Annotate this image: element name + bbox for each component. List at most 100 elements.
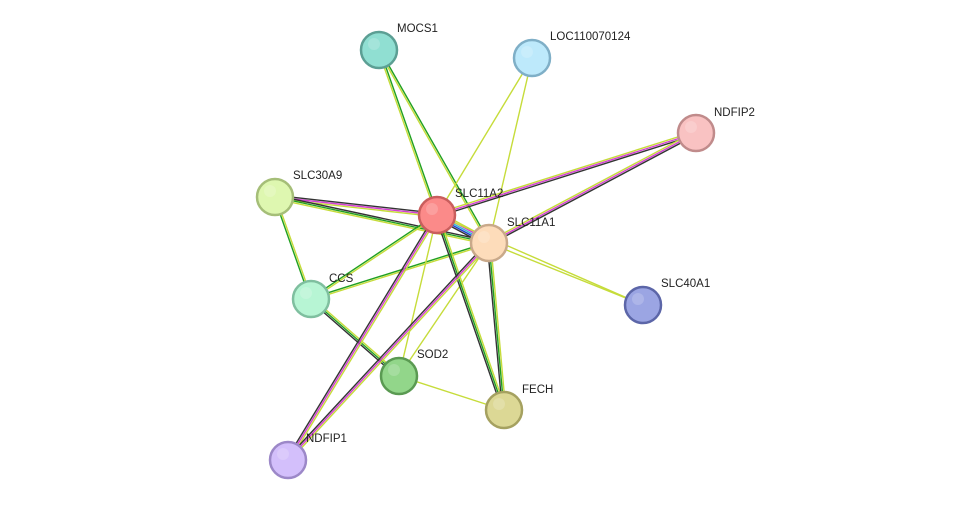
node-circle[interactable] xyxy=(469,223,509,263)
edge-ccs-sod2 xyxy=(309,297,401,378)
edge-line-experiments xyxy=(287,214,438,461)
edge-slc11a2-mocs1 xyxy=(377,49,439,216)
node-circle[interactable] xyxy=(379,356,419,396)
node-slc11a2[interactable]: SLC11A2 xyxy=(417,188,503,235)
node-mocs1[interactable]: MOCS1 xyxy=(359,23,438,70)
edge-line-neighborhood xyxy=(488,242,505,411)
edge-slc11a1-fech xyxy=(486,242,507,411)
edge-slc11a2-slc30a9 xyxy=(274,194,438,218)
edge-slc11a1-sod2 xyxy=(398,242,490,377)
edge-line-coexpression xyxy=(437,133,697,218)
edge-line-coexpression xyxy=(309,299,399,378)
edge-slc11a2-loc110070124 xyxy=(436,57,533,216)
node-circle[interactable] xyxy=(623,285,663,325)
node-highlight xyxy=(478,231,490,243)
edge-line-textmining xyxy=(377,50,489,244)
edge-line-textmining xyxy=(488,242,644,306)
edge-line-textmining xyxy=(311,297,401,376)
node-label: NDFIP2 xyxy=(714,107,755,119)
node-highlight xyxy=(632,293,644,305)
node-highlight xyxy=(368,38,380,50)
edges-layer xyxy=(273,49,698,462)
edge-line-textmining xyxy=(377,50,437,216)
edge-line-textmining xyxy=(311,215,438,301)
edge-line-experiments xyxy=(274,196,438,216)
edge-slc11a1-loc110070124 xyxy=(488,57,533,244)
node-fech[interactable]: FECH xyxy=(484,384,553,430)
node-highlight xyxy=(277,448,289,460)
node-slc40a1[interactable]: SLC40A1 xyxy=(623,278,710,325)
node-circle[interactable] xyxy=(291,279,331,319)
edge-line-coexpression xyxy=(489,133,698,246)
edge-line-textmining xyxy=(436,130,696,215)
edge-line-neighborhood xyxy=(436,214,505,411)
node-highlight xyxy=(300,287,312,299)
edge-line-experiments xyxy=(287,242,490,461)
edge-line-textmining xyxy=(488,57,533,244)
node-highlight xyxy=(388,364,400,376)
node-slc11a1[interactable]: SLC11A1 xyxy=(469,217,555,263)
edge-line-neighborhood xyxy=(310,241,489,299)
node-slc30a9[interactable]: SLC30A9 xyxy=(255,170,342,217)
node-label: SLC40A1 xyxy=(661,278,710,290)
node-circle[interactable] xyxy=(676,113,716,153)
node-circle[interactable] xyxy=(268,440,308,480)
node-label: SLC30A9 xyxy=(293,170,342,182)
edge-slc11a1-mocs1 xyxy=(377,49,491,244)
node-highlight xyxy=(426,203,438,215)
edge-slc11a2-ccs xyxy=(310,213,438,301)
node-label: LOC110070124 xyxy=(550,31,631,43)
node-label: NDFIP1 xyxy=(306,433,347,445)
edge-line-experiments xyxy=(488,132,697,244)
edge-slc11a1-slc30a9 xyxy=(274,194,490,246)
node-label: CCS xyxy=(329,273,354,285)
node-label: SLC11A1 xyxy=(507,217,555,229)
node-circle[interactable] xyxy=(512,38,552,78)
edge-line-neighborhood xyxy=(274,196,490,244)
edge-line-coexpression xyxy=(275,194,490,243)
edge-line-coexpression xyxy=(275,194,438,215)
edge-line-textmining xyxy=(288,243,491,462)
node-ccs[interactable]: CCS xyxy=(291,273,354,319)
edge-slc11a1-slc40a1 xyxy=(488,242,644,306)
edge-line-coexpression xyxy=(434,215,504,411)
node-circle[interactable] xyxy=(484,390,524,430)
edge-slc11a1-ndfip1 xyxy=(286,241,491,462)
node-highlight xyxy=(521,46,533,58)
node-label: MOCS1 xyxy=(397,23,438,35)
node-label: SOD2 xyxy=(417,349,448,361)
edge-line-textmining xyxy=(436,57,533,216)
node-label: FECH xyxy=(522,384,553,396)
node-ndfip2[interactable]: NDFIP2 xyxy=(676,107,755,153)
edge-line-textmining xyxy=(398,214,438,377)
edge-slc11a2-fech xyxy=(434,214,507,411)
edge-line-neighborhood xyxy=(379,49,491,243)
node-highlight xyxy=(264,185,276,197)
node-loc110070124[interactable]: LOC110070124 xyxy=(512,31,631,78)
edge-line-neighborhood xyxy=(310,213,437,299)
node-circle[interactable] xyxy=(255,177,295,217)
node-sod2[interactable]: SOD2 xyxy=(379,349,448,396)
edge-slc11a2-ndfip2 xyxy=(436,130,697,218)
edge-line-coexpression xyxy=(285,213,437,460)
edge-line-textmining xyxy=(398,242,490,377)
node-highlight xyxy=(685,121,697,133)
edge-line-textmining xyxy=(288,215,440,462)
edge-slc11a2-slc40a1 xyxy=(436,214,644,306)
edge-line-neighborhood xyxy=(310,298,400,377)
node-label: SLC11A2 xyxy=(455,188,503,200)
node-ndfip1[interactable]: NDFIP1 xyxy=(268,433,347,480)
edge-line-textmining xyxy=(436,214,644,306)
edge-slc11a2-ndfip1 xyxy=(285,213,440,462)
edge-line-textmining xyxy=(437,214,507,410)
edge-line-neighborhood xyxy=(379,49,439,215)
node-circle[interactable] xyxy=(359,30,399,70)
edge-slc11a2-sod2 xyxy=(398,214,438,377)
node-circle[interactable] xyxy=(417,195,457,235)
edge-line-coexpression xyxy=(486,243,504,411)
edge-slc11a1-ndfip2 xyxy=(487,130,698,246)
edge-line-coexpression xyxy=(286,241,489,460)
edge-line-textmining xyxy=(487,130,696,243)
